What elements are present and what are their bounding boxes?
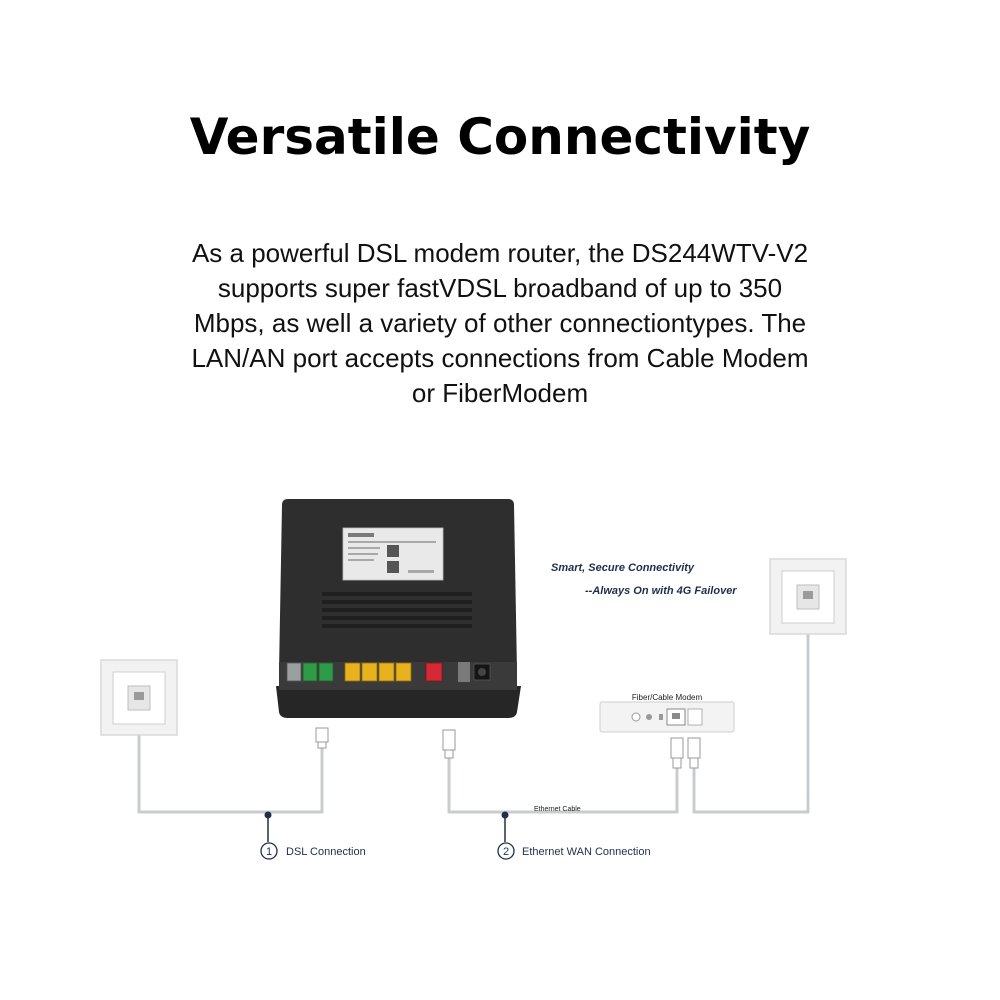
dsl-plug-icon bbox=[315, 727, 329, 743]
connection-marker-2: 2 Ethernet WAN Connection bbox=[497, 811, 651, 860]
connection-marker-1: 1 DSL Connection bbox=[260, 811, 366, 860]
cables bbox=[137, 633, 810, 814]
phone-port bbox=[318, 662, 334, 682]
tagline-2: --Always On with 4G Failover bbox=[585, 585, 737, 597]
connection-number: 1 bbox=[266, 846, 272, 858]
page-title: Versatile Connectivity bbox=[189, 108, 811, 166]
ethernet-plug-icon bbox=[670, 737, 684, 759]
tagline-1: Smart, Secure Connectivity bbox=[551, 562, 695, 574]
lan-port bbox=[378, 662, 395, 682]
modem-label: Fiber/Cable Modem bbox=[632, 693, 703, 702]
ethernet-plug-icon bbox=[444, 749, 454, 759]
lan-port bbox=[361, 662, 378, 682]
ethernet-plug-icon bbox=[672, 757, 682, 769]
usb-port bbox=[458, 662, 470, 682]
fiber-cable-modem-icon bbox=[599, 701, 735, 733]
right-wall-socket-icon bbox=[769, 558, 847, 635]
dsl-plug-icon bbox=[317, 741, 327, 749]
dsl-cable bbox=[137, 735, 324, 814]
ethernet-plug-icon bbox=[687, 737, 701, 759]
connection-number: 2 bbox=[503, 846, 509, 858]
connection-label: Ethernet WAN Connection bbox=[522, 846, 651, 858]
cable-plugs bbox=[315, 727, 701, 769]
left-wall-socket-icon bbox=[100, 659, 178, 736]
router-icon bbox=[276, 499, 521, 718]
modem-to-wall-cable bbox=[692, 633, 810, 814]
description-line: Mbps, as well a variety of other connect… bbox=[193, 308, 807, 338]
description-line: or FiberModem bbox=[411, 378, 589, 408]
lan-port bbox=[395, 662, 412, 682]
description-line: LAN/AN port accepts connections from Cab… bbox=[191, 343, 809, 373]
description: As a powerful DSL modem router, the DS24… bbox=[140, 236, 860, 411]
lan-port bbox=[344, 662, 361, 682]
ethernet-cable-label: Ethernet Cable bbox=[534, 806, 581, 813]
phone-port bbox=[302, 662, 318, 682]
ethernet-cable bbox=[447, 758, 679, 814]
ethernet-plug-icon bbox=[689, 757, 699, 769]
wan-port bbox=[425, 662, 443, 682]
description-line: As a powerful DSL modem router, the DS24… bbox=[191, 238, 809, 268]
ethernet-plug-icon bbox=[442, 729, 456, 751]
dsl-port bbox=[286, 662, 302, 682]
description-line: supports super fastVDSL broadband of up … bbox=[217, 273, 783, 303]
connection-label: DSL Connection bbox=[286, 846, 366, 858]
